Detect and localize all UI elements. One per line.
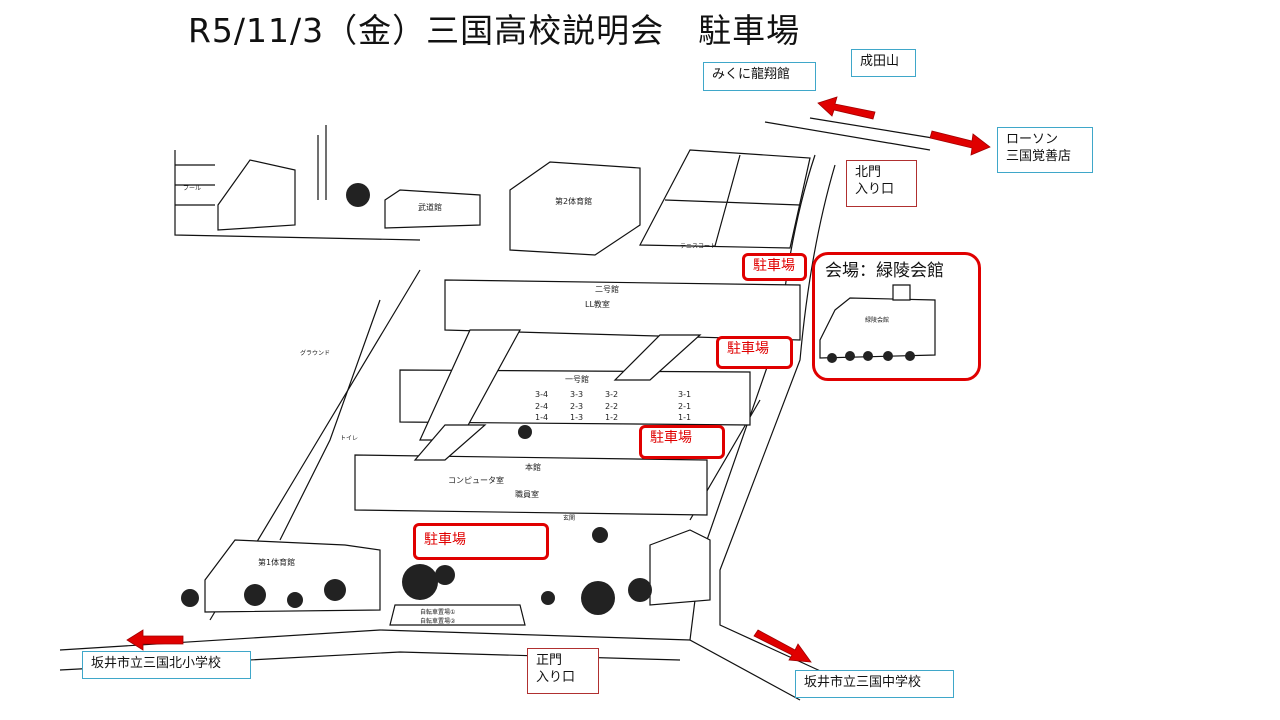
label-bldg2: 二号館	[595, 284, 619, 294]
main-gate-label: 正門 入り口	[527, 648, 599, 694]
lawson-name: ローソン	[1006, 132, 1059, 147]
parking-1: 駐車場	[742, 253, 807, 281]
label-ground: グラウンド	[300, 349, 330, 357]
budokan-building	[384, 189, 481, 229]
landmark-naritasan: 成田山	[851, 49, 916, 77]
venue-label: 会場：緑陵会館	[812, 252, 981, 381]
label-tennis: テニスコート	[680, 243, 716, 250]
label-venue-building: 緑陵会館	[865, 316, 889, 324]
parking-2: 駐車場	[716, 336, 793, 369]
arrow-to-north-school-icon	[126, 629, 184, 651]
label-bicycle1: 自転車置場①	[420, 608, 455, 616]
arrow-to-ryushokan-icon	[817, 96, 876, 120]
class-label: 3-4	[535, 390, 548, 399]
label-bicycle2: 自転車置場②	[420, 617, 456, 625]
label-gym2: 第2体育館	[555, 196, 592, 206]
north-gate-name: 北門	[855, 165, 882, 180]
parking-4: 駐車場	[413, 523, 549, 560]
main-building	[354, 454, 708, 516]
road-north	[764, 121, 931, 151]
pool-fence	[174, 150, 421, 241]
bicycle-shed	[389, 604, 526, 626]
class-label: 2-4	[535, 402, 548, 411]
gym2-building	[509, 161, 641, 256]
class-label: 2-3	[570, 402, 583, 411]
arrow-to-lawson-icon	[929, 130, 991, 156]
class-label: 3-2	[605, 390, 618, 399]
label-staff: 職員室	[515, 489, 539, 499]
label-bldg1: 一号館	[565, 374, 589, 384]
label-gym1: 第1体育館	[258, 557, 295, 567]
north-gate-entrance: 入り口	[855, 182, 895, 197]
main-gate-name: 正門	[536, 653, 563, 668]
label-pool: プール	[183, 185, 201, 192]
landmark-north-elementary: 坂井市立三国北小学校	[82, 651, 251, 679]
class-label: 1-1	[678, 413, 691, 422]
north-gate-label: 北門 入り口	[846, 160, 917, 207]
landmark-junior-high: 坂井市立三国中学校	[795, 670, 954, 698]
class-label: 3-3	[570, 390, 583, 399]
label-computer: コンピュータ室	[448, 475, 504, 485]
venue-building	[819, 297, 936, 359]
label-ll: LL教室	[585, 299, 610, 309]
parking-3: 駐車場	[639, 425, 725, 459]
class-label: 1-2	[605, 413, 618, 422]
class-label: 1-3	[570, 413, 583, 422]
class-label: 3-1	[678, 390, 691, 399]
page-title: R5/11/3（金）三国高校説明会 駐車場	[188, 11, 801, 50]
class-label: 1-4	[535, 413, 548, 422]
label-main: 本館	[525, 462, 541, 472]
class-label: 2-2	[605, 402, 618, 411]
label-entrance: 玄関	[563, 514, 575, 522]
lawson-branch: 三国覚善店	[1006, 149, 1072, 164]
class-label: 2-1	[678, 402, 691, 411]
landmark-ryushokan: みくに龍翔館	[703, 62, 816, 91]
tennis-court	[639, 149, 811, 249]
main-gate-entrance: 入り口	[536, 670, 576, 685]
arrow-to-junior-high-icon	[753, 629, 812, 663]
label-budokan: 武道館	[418, 202, 442, 212]
budokan-roof	[217, 159, 296, 231]
label-toilet: トイレ	[340, 435, 358, 442]
landmark-lawson: ローソン 三国覚善店	[997, 127, 1093, 173]
building-2	[444, 279, 801, 341]
